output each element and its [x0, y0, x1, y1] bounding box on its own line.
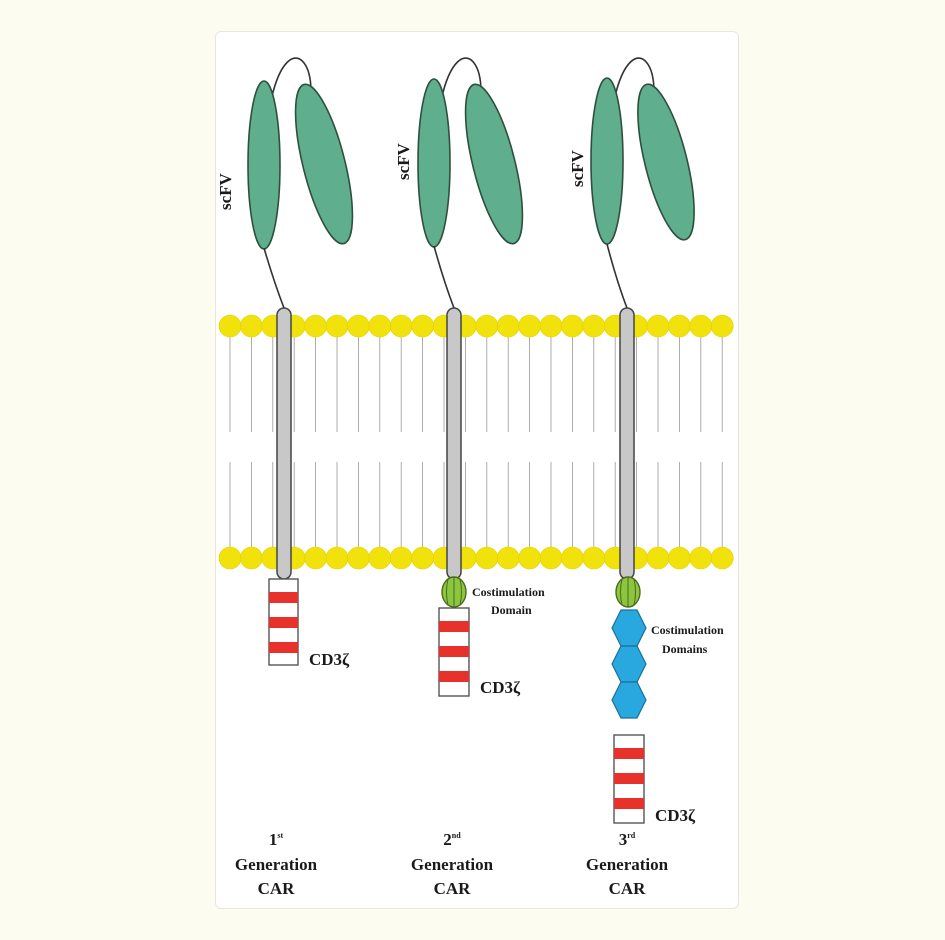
- lipid-head: [475, 314, 499, 338]
- cd3-zeta-label: CD3ζ: [655, 806, 696, 825]
- lipid-head: [368, 546, 392, 570]
- generation-number: 2nd: [443, 830, 461, 849]
- car-word: CAR: [434, 879, 472, 898]
- cd3-zeta-domain: [613, 734, 645, 824]
- lipid-head: [582, 546, 606, 570]
- cd3-zeta-domain: [438, 607, 470, 697]
- car-construct-1st: scFV CD3ζ 1st Generation CAR: [216, 57, 354, 898]
- scfv-heavy-chain: [590, 77, 624, 245]
- scfv-label: scFV: [568, 149, 587, 187]
- hinge: [263, 247, 285, 309]
- cd3-zeta-label: CD3ζ: [480, 678, 521, 697]
- costimulation-label-2: Domain: [491, 603, 532, 617]
- lipid-head: [240, 546, 263, 570]
- lipid-head: [710, 314, 734, 338]
- lipid-head: [518, 314, 541, 338]
- cd3-zeta-label: CD3ζ: [309, 650, 350, 669]
- lipid-head: [325, 314, 349, 338]
- costimulation-domains-blue: [611, 609, 647, 719]
- lipid-head: [389, 314, 413, 338]
- lipid-head: [710, 546, 734, 570]
- generation-word: Generation: [586, 855, 669, 874]
- costimulation-label-2: Domains: [662, 642, 708, 656]
- car-construct-3rd: scFV Costimulation Domains CD3ζ 3rd Gene…: [568, 57, 724, 898]
- lipid-head: [475, 546, 499, 570]
- cell-membrane: [218, 314, 734, 570]
- scfv-light-chain: [637, 83, 695, 241]
- lipid-head: [304, 546, 327, 570]
- lipid-head: [368, 314, 392, 338]
- scfv-label: scFV: [216, 172, 235, 210]
- lipid-head: [304, 314, 327, 338]
- lipid-head: [668, 546, 691, 570]
- transmembrane-domain: [619, 307, 635, 580]
- scfv-label: scFV: [394, 142, 413, 180]
- lipid-head: [646, 546, 670, 570]
- car-construct-2nd: scFV Costimulation Domain CD3ζ 2nd Gener…: [394, 57, 545, 898]
- generation-number: 3rd: [619, 830, 636, 849]
- costimulation-label: Costimulation: [472, 585, 545, 599]
- scfv-heavy-chain: [417, 78, 451, 248]
- hinge: [433, 245, 455, 309]
- lipid-head: [496, 546, 520, 570]
- car-generations-diagram: scFV CD3ζ 1st Generation CAR scFV Costim…: [216, 57, 734, 898]
- lipid-head: [582, 314, 606, 338]
- scfv-light-chain: [294, 83, 354, 245]
- lipid-head: [347, 546, 370, 570]
- car-word: CAR: [258, 879, 296, 898]
- lipid-head: [646, 314, 670, 338]
- lipid-head: [518, 546, 541, 570]
- costimulation-label: Costimulation: [651, 623, 724, 637]
- lipid-head: [689, 546, 713, 570]
- costimulation-domain: [441, 576, 467, 608]
- diagram-panel: scFV CD3ζ 1st Generation CAR scFV Costim…: [215, 31, 739, 909]
- costimulation-domain-green: [615, 576, 641, 608]
- cd3-zeta-domain: [268, 578, 299, 666]
- transmembrane-domain: [446, 307, 462, 580]
- generation-word: Generation: [235, 855, 318, 874]
- scfv-heavy-chain: [247, 80, 281, 250]
- lipid-head: [218, 546, 242, 570]
- lipid-head: [325, 546, 349, 570]
- lipid-head: [561, 546, 584, 570]
- lipid-head: [347, 314, 370, 338]
- lipid-head: [411, 546, 434, 570]
- hinge: [606, 243, 628, 309]
- lipid-head: [411, 314, 434, 338]
- lipid-head: [689, 314, 713, 338]
- generation-word: Generation: [411, 855, 494, 874]
- car-word: CAR: [609, 879, 647, 898]
- transmembrane-domain: [276, 307, 292, 580]
- lipid-head: [496, 314, 520, 338]
- lipid-head: [218, 314, 242, 338]
- generation-number: 1st: [269, 830, 284, 849]
- lipid-head: [561, 314, 584, 338]
- lipid-head: [389, 546, 413, 570]
- scfv-light-chain: [464, 83, 524, 245]
- lipid-head: [539, 314, 563, 338]
- lipid-head: [539, 546, 563, 570]
- lipid-head: [668, 314, 691, 338]
- lipid-head: [240, 314, 263, 338]
